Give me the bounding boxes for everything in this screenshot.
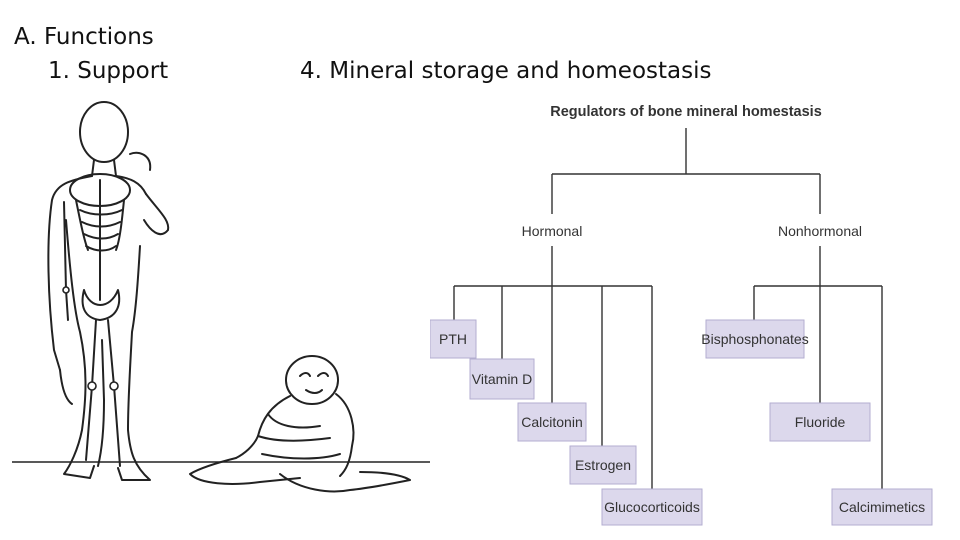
svg-text:Calcimimetics: Calcimimetics bbox=[839, 499, 925, 515]
svg-text:Calcitonin: Calcitonin bbox=[521, 414, 582, 430]
mineral-storage-item: 4. Mineral storage and homeostasis bbox=[300, 58, 712, 84]
regulator-estrogen: Estrogen bbox=[569, 445, 637, 485]
svg-text:Bisphosphonates: Bisphosphonates bbox=[701, 331, 808, 347]
bone-regulators-diagram: Regulators of bone mineral homestasis Ho… bbox=[430, 104, 933, 526]
seated-figure bbox=[189, 355, 411, 493]
regulator-glucocorticoids: Glucocorticoids bbox=[601, 488, 703, 526]
regulator-fluoride: Fluoride bbox=[769, 402, 871, 442]
diagram-title: Regulators of bone mineral homestasis bbox=[550, 104, 822, 120]
regulator-pth: PTH bbox=[430, 319, 477, 359]
svg-text:Fluoride: Fluoride bbox=[795, 414, 846, 430]
support-item: 1. Support bbox=[48, 58, 169, 84]
branch-hormonal: Hormonal bbox=[522, 223, 583, 239]
branch-nonhormonal: Nonhormonal bbox=[778, 223, 862, 239]
svg-text:Vitamin D: Vitamin D bbox=[472, 371, 532, 387]
standing-figure bbox=[47, 101, 170, 481]
svg-text:Estrogen: Estrogen bbox=[575, 457, 631, 473]
regulator-bisphosphonates: Bisphosphonates bbox=[701, 319, 809, 359]
svg-text:PTH: PTH bbox=[439, 331, 467, 347]
support-illustration bbox=[12, 101, 430, 493]
regulator-vitamin-d: Vitamin D bbox=[469, 358, 535, 400]
slide-heading: A. Functions bbox=[14, 24, 154, 50]
svg-text:Glucocorticoids: Glucocorticoids bbox=[604, 499, 700, 515]
regulator-calcitonin: Calcitonin bbox=[517, 402, 587, 442]
regulator-calcimimetics: Calcimimetics bbox=[831, 488, 933, 526]
